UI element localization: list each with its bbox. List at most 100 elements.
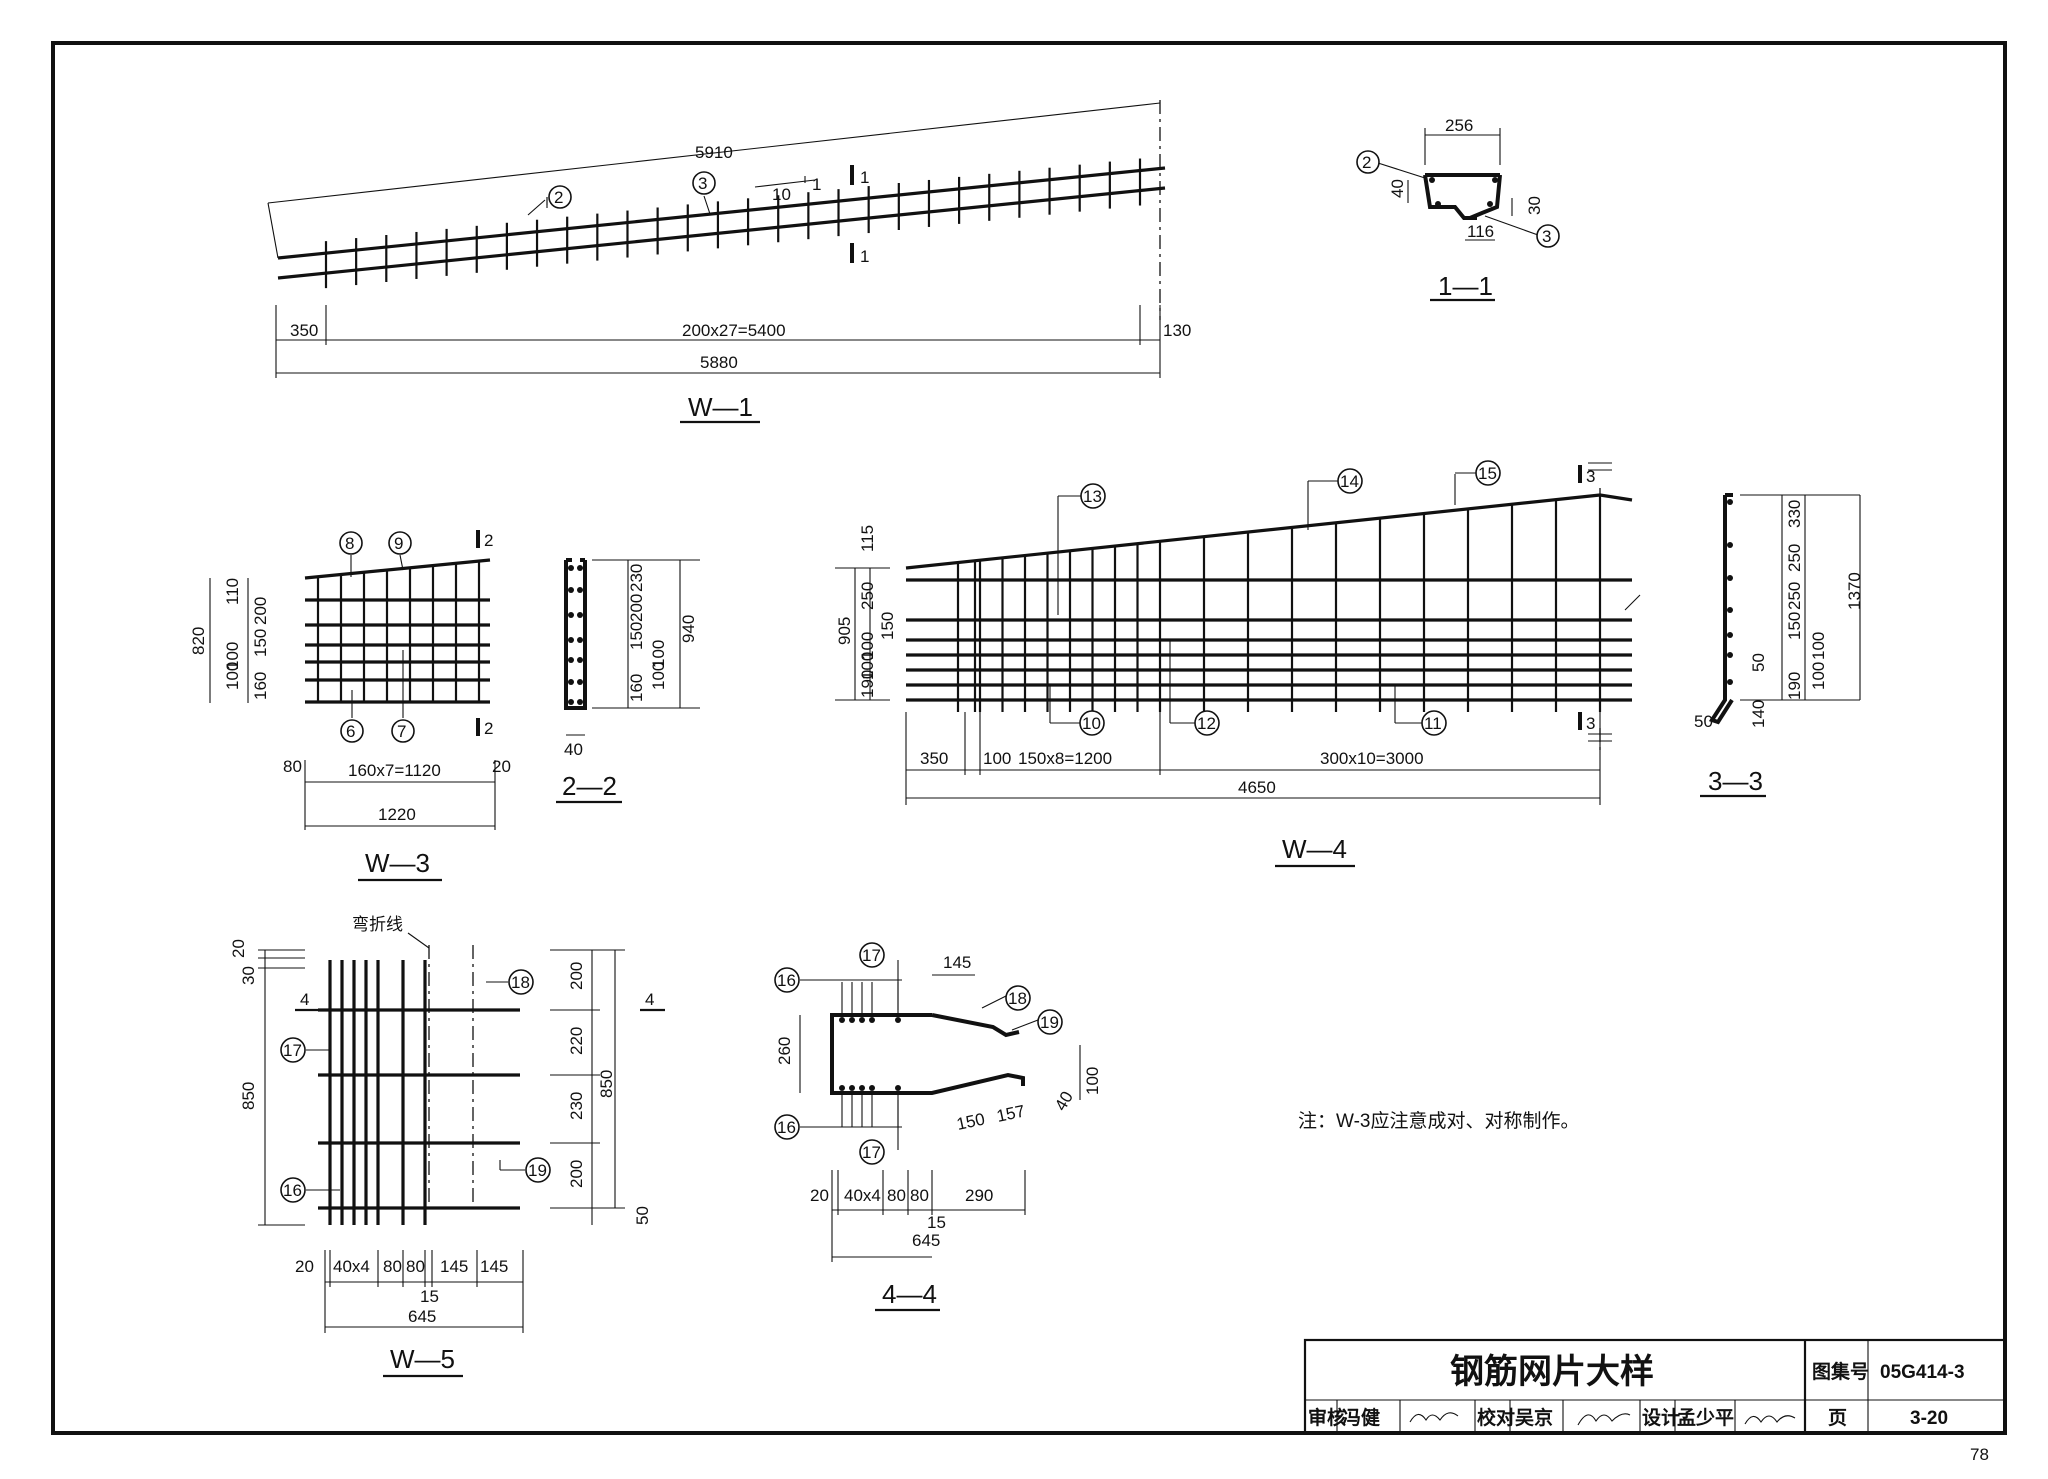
w4-dim-h1: 350 <box>920 749 948 768</box>
rebar-dot <box>859 1017 865 1023</box>
s44-dim-d1: 150 <box>955 1109 987 1133</box>
s33-dim-total: 1370 <box>1845 572 1864 610</box>
rebar-dot <box>577 565 583 571</box>
s22-dim-v1: 230 <box>627 564 646 592</box>
w4-mark-11: 11 <box>1424 714 1442 733</box>
rebar-dot <box>568 699 574 705</box>
view-section-2-2: 230 200 150 100 100 160 940 40 2—2 <box>556 558 700 804</box>
s11-mark-2: 2 <box>1362 153 1371 172</box>
rebar-dot <box>859 1085 865 1091</box>
w4-mesh-grid <box>905 493 1641 712</box>
page-label: 页 <box>1828 1408 1847 1429</box>
rebar-dot <box>568 612 574 618</box>
w1-dim-middle: 200x27=5400 <box>682 321 786 340</box>
w1-rung-group <box>324 158 1142 289</box>
s33-dim-small: 190 <box>1785 672 1804 700</box>
s22-dim-bottom: 40 <box>564 740 583 759</box>
w4-mark-12: 12 <box>1197 714 1216 733</box>
rebar-dot <box>577 637 583 643</box>
review-label: 审核 <box>1308 1406 1346 1429</box>
w3-mark-8: 8 <box>345 534 354 553</box>
s33-title: 3—3 <box>1708 766 1763 796</box>
w1-slope-run: 10 <box>772 185 791 204</box>
w1-title: W—1 <box>688 392 753 422</box>
checker-name: 吴京 <box>1515 1406 1553 1429</box>
s44-dim-b1: 20 <box>810 1186 829 1205</box>
sheet-border <box>51 41 2007 1435</box>
w5-dim-r5: 50 <box>633 1206 652 1225</box>
reviewer-name: 冯健 <box>1342 1406 1380 1429</box>
w3-dim-v4: 100 <box>223 642 242 670</box>
s33-dim-foot-h: 50 <box>1694 712 1713 731</box>
s44-dim-right: 100 <box>1083 1067 1102 1095</box>
s33-dim-v5: 100 <box>1809 632 1828 660</box>
w5-dim-r1: 200 <box>567 962 586 990</box>
w5-dim-r3: 230 <box>567 1092 586 1120</box>
w3-dim-v6: 160 <box>251 672 270 700</box>
w1-mark-3-circle <box>692 171 716 195</box>
s11-title: 1—1 <box>1438 271 1493 301</box>
w5-dim-b2: 40x4 <box>333 1257 370 1276</box>
w4-mark-14: 14 <box>1340 472 1359 491</box>
w5-mark-18: 18 <box>511 973 530 992</box>
w4-mark-13: 13 <box>1083 487 1102 506</box>
w3-mark-9: 9 <box>394 534 403 553</box>
rebar-dot <box>577 587 583 593</box>
w5-dim-right-total: 850 <box>597 1070 616 1098</box>
rebar-dot <box>895 1085 901 1091</box>
rebar-dot <box>577 612 583 618</box>
rebar-dot <box>849 1017 855 1023</box>
w3-top-bar <box>304 558 491 580</box>
atlas-number: 05G414-3 <box>1880 1362 1965 1383</box>
w4-dim-h4: 300x10=3000 <box>1320 749 1424 768</box>
w5-dim-b3: 80 <box>383 1257 402 1276</box>
w4-break-mark <box>1624 594 1641 611</box>
s11-dim-bottom: 116 <box>1467 222 1494 241</box>
rebar-dot <box>869 1017 875 1023</box>
w1-dim-left: 350 <box>290 321 318 340</box>
w1-dim-total-top: 5910 <box>695 143 733 162</box>
rebar-dot <box>1727 652 1733 658</box>
s22-title: 2—2 <box>562 771 617 801</box>
w1-mark-2-circle <box>548 185 572 209</box>
w3-dim-v2: 200 <box>251 597 270 625</box>
w3-section-mark-bottom: 2 <box>484 719 493 738</box>
w3-mesh-grid <box>304 558 491 704</box>
w5-dim-left-total: 850 <box>239 1082 258 1110</box>
w3-dim-v5: 100 <box>223 662 242 690</box>
rebar-dot <box>1727 632 1733 638</box>
rebar-dot <box>568 637 574 643</box>
w3-dim-middle: 160x7=1120 <box>348 761 441 780</box>
s22-dim-v4: 100 <box>649 640 668 668</box>
w4-mark-15: 15 <box>1478 464 1497 483</box>
s44-dim-height: 260 <box>775 1037 794 1065</box>
atlas-label: 图集号 <box>1812 1360 1869 1383</box>
s44-dim-b5: 290 <box>965 1186 993 1205</box>
w4-dim-v3: 150 <box>878 612 897 640</box>
designer-signature <box>1744 1415 1796 1425</box>
s11-dim-left: 40 <box>1388 179 1407 198</box>
w4-dim-h3: 150x8=1200 <box>1018 749 1112 768</box>
w3-dim-right: 20 <box>492 757 511 776</box>
view-section-3-3: 330 250 250 150 100 100 1370 50 190 140 … <box>1694 493 1864 798</box>
w5-dim-b1: 20 <box>295 1257 314 1276</box>
w4-section-mark-bottom: 3 <box>1586 714 1595 733</box>
s44-mark-19: 19 <box>1040 1013 1059 1032</box>
w3-dim-total-v: 820 <box>189 627 208 655</box>
s22-dim-v2: 200 <box>627 594 646 622</box>
w1-top-dim-line <box>267 102 1161 204</box>
w5-mark-16: 16 <box>283 1181 302 1200</box>
view-w3: 2 2 8 9 6 7 110 200 150 100 100 160 820 … <box>189 530 511 882</box>
rebar-dot <box>1727 679 1733 685</box>
rebar-dot <box>849 1085 855 1091</box>
w4-mark-10: 10 <box>1082 714 1101 733</box>
w1-mark-2: 2 <box>554 188 563 207</box>
s11-dim-right: 30 <box>1525 196 1544 215</box>
w5-dim-b5: 145 <box>440 1257 468 1276</box>
w1-bar-2 <box>277 166 1166 260</box>
w4-dim-v6: 190 <box>858 670 877 698</box>
w1-mark-3: 3 <box>698 174 707 193</box>
s44-dim-d3: 40 <box>1051 1088 1077 1114</box>
